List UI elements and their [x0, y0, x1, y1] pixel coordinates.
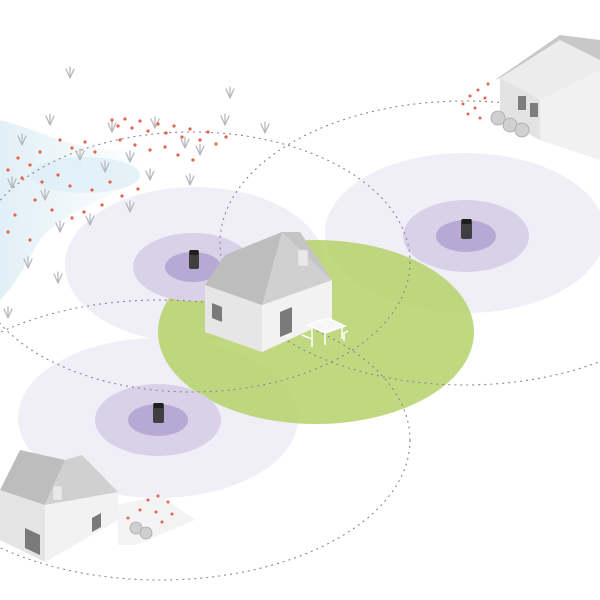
wet-meadow-left	[0, 120, 143, 300]
grass-tufts	[3, 66, 270, 319]
device-right	[461, 219, 472, 239]
house-center	[205, 232, 332, 352]
door	[280, 307, 292, 337]
window	[212, 303, 222, 322]
range-circle-bottom	[0, 299, 411, 581]
device-bottom	[153, 403, 164, 423]
range-circle-left	[0, 131, 411, 393]
device-left	[189, 250, 199, 269]
range-circles	[0, 100, 600, 581]
barn-top-right	[461, 35, 600, 160]
barn-flowers	[461, 82, 490, 120]
hay-bales	[490, 110, 530, 138]
garden-table	[301, 317, 349, 347]
chimney	[297, 249, 309, 267]
range-circle-right	[219, 100, 600, 386]
meadow-flowers	[6, 117, 228, 242]
house-bottom-left	[0, 450, 195, 562]
